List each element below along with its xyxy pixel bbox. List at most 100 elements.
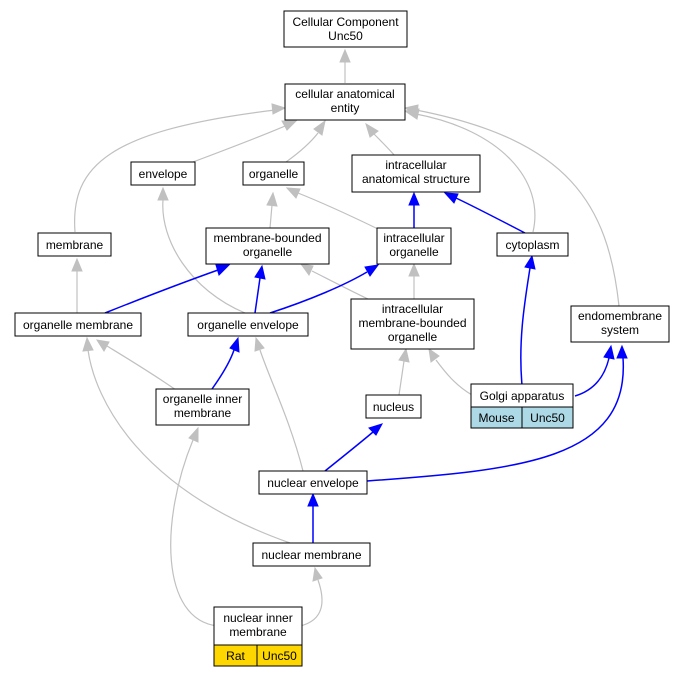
edge-nucleus-to-imbo [398,360,405,396]
species-label: Mouse [478,411,514,425]
node-nuclear-inner-membrane[interactable]: nuclear inner membrane Rat Unc50 [213,606,303,667]
arrowhead [271,103,287,115]
edge-nim-to-oim [170,439,219,627]
arrowhead [368,423,384,436]
node-label: Golgi apparatus [480,389,565,403]
node-endomembrane-system[interactable]: endomembrane system [570,305,670,343]
node-label: Cellular Component [292,15,399,29]
arrowhead [364,264,380,277]
arrowhead [408,262,420,277]
arrowhead [188,426,199,443]
arrowhead [428,347,440,363]
node-label: organelle [243,245,293,259]
arrowhead [285,187,301,199]
node-label: membrane [46,238,104,252]
edge-nuclear-envelope-to-nucleus [324,431,374,472]
node-label: organelle [389,245,439,259]
node-intracellular-organelle[interactable]: intracellular organelle [376,227,452,265]
arrowhead [603,344,615,360]
node-label: organelle membrane [23,318,133,332]
node-label: membrane-bounded [213,231,321,245]
node-label: system [601,323,639,337]
edge-nuclear-envelope-to-endomembrane [366,357,624,482]
node-label: intracellular [385,158,446,172]
node-nucleus[interactable]: nucleus [365,394,422,419]
edge-nim-to-nuclear-membrane [299,579,323,627]
arrowhead [215,264,231,276]
node-label: Unc50 [328,29,363,43]
node-golgi-apparatus[interactable]: Golgi apparatus Mouse Unc50 [470,383,574,429]
edge-organelle-membrane-to-mbo [104,269,219,314]
arrowhead [71,257,83,272]
arrowhead [398,347,410,363]
node-intracellular-anatomical-structure[interactable]: intracellular anatomical structure [351,154,481,193]
node-label: intracellular [382,302,443,316]
arrowhead [157,186,169,201]
node-label: nucleus [373,400,414,414]
arrowhead [229,336,240,353]
edge-organelle-envelope-to-io [269,271,368,314]
arrowhead [403,104,419,116]
node-organelle-membrane[interactable]: organelle membrane [14,312,142,337]
node-label: membrane [229,625,287,639]
arrowhead [365,122,379,138]
node-cytoplasm[interactable]: cytoplasm [496,232,569,257]
node-nuclear-membrane[interactable]: nuclear membrane [252,542,371,567]
edge-oim-to-organelle-membrane [106,345,177,391]
arrowhead [524,254,536,270]
edge-organelle-envelope-to-mbo [254,277,261,314]
node-organelle[interactable]: organelle [242,161,305,186]
gene-tag [256,644,303,667]
arrowhead [266,191,278,207]
node-envelope[interactable]: envelope [130,161,196,186]
arrowhead [281,120,298,131]
edge-golgi-to-imbo [435,359,473,396]
node-label: nuclear inner [223,611,292,625]
arrowhead [339,48,351,63]
node-organelle-envelope[interactable]: organelle envelope [187,312,309,337]
arrowhead [313,119,326,136]
node-label: cytoplasm [505,238,559,252]
node-cellular-component[interactable]: Cellular Component Unc50 [283,10,408,48]
arrowhead [408,191,420,206]
node-label: organelle envelope [197,318,299,332]
edge-nuclear-envelope-to-organelle-envelope [259,349,304,472]
edge-endomembrane-to-cae [415,109,620,307]
gene-label: Unc50 [530,411,565,425]
edge-golgi-to-cytoplasm [520,267,531,386]
edges-is-a [71,48,620,627]
arrowhead [299,263,314,276]
species-label: Rat [226,649,245,663]
gene-tag [521,406,574,429]
node-organelle-inner-membrane[interactable]: organelle inner membrane [155,388,250,426]
node-label: cellular anatomical [295,87,394,101]
node-label: intracellular [383,231,444,245]
node-label: endomembrane [578,309,662,323]
node-label: nuclear envelope [267,476,359,490]
arrowhead [312,566,323,582]
edge-cytoplasm-to-ias [455,197,526,234]
arrowhead [95,339,110,352]
node-label: entity [331,101,360,115]
edge-nuclear-membrane-to-organelle-membrane [87,349,291,544]
node-cellular-anatomical-entity[interactable]: cellular anatomical entity [284,83,406,121]
arrowhead [254,264,266,280]
edge-membrane-to-cae [74,109,276,233]
edges-part-of [104,191,628,543]
edge-cytoplasm-to-cae [415,113,536,233]
edge-oim-to-organelle-envelope [211,349,235,390]
node-membrane[interactable]: membrane [37,232,112,257]
node-label: organelle [249,167,299,181]
node-membrane-bounded-organelle[interactable]: membrane-bounded organelle [205,227,330,265]
edge-mbo-to-organelle [269,204,273,229]
edge-imbo-to-mbo [311,270,371,301]
node-intracellular-membrane-bounded-organelle[interactable]: intracellular membrane-bounded organelle [350,298,475,350]
edge-organelle-to-cae [285,132,319,163]
node-label: nuclear membrane [261,548,361,562]
arrowhead [82,336,94,352]
node-nuclear-envelope[interactable]: nuclear envelope [258,470,368,495]
node-label: membrane-bounded [358,316,466,330]
arrowhead [307,492,319,507]
arrowhead [616,344,628,359]
